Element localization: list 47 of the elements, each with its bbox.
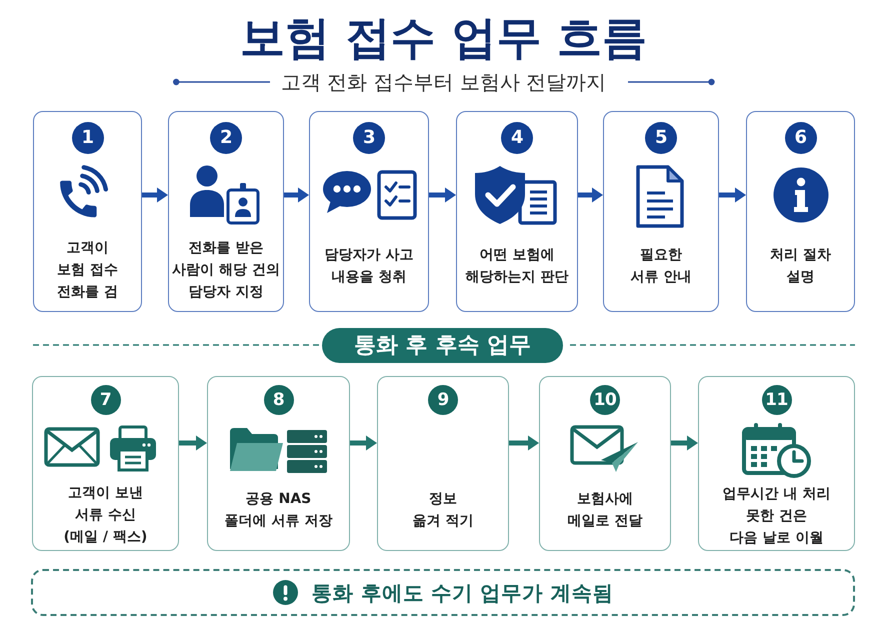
step-text: 필요한 서류 안내 [630,246,692,286]
step-card [603,111,719,312]
arrow [578,188,603,202]
step-text: 어떤 보험에 해당하는지 판단 [466,246,568,286]
step-number: 10 [590,384,620,414]
arrow [719,188,746,202]
subtitle: 고객 전화 접수부터 보험사 전달까지 [280,70,606,94]
step-card [377,376,509,551]
step-text: 정보 옮겨 적기 [412,490,474,530]
step-number: 5 [645,122,677,154]
step-number: 4 [501,122,533,154]
step-text: 업무시간 내 처리 못한 건은 다음 날로 이월 [722,484,830,548]
arrow [142,188,168,202]
step-card [33,111,142,312]
step-number: 11 [762,384,792,414]
step-text: 전화를 받은 사람이 해당 건의 담당자 지정 [172,238,280,302]
step-number: 1 [72,122,104,154]
step-card [456,111,578,312]
step-card [207,376,350,551]
step-number: 7 [90,384,120,414]
arrow [429,188,456,202]
arrow [509,436,539,450]
step-number: 3 [353,122,385,154]
step-text: 보험사에 메일로 전달 [568,490,642,530]
step-card [698,376,855,551]
arrow [284,188,309,202]
step-card [746,111,855,312]
step-card [32,376,179,551]
step-number: 2 [210,122,242,154]
section-label: 통화 후 후속 업무 [322,328,563,363]
step-text: 고객이 보낸 서류 수신 (메일 / 팩스) [64,484,148,546]
step-card [539,376,671,551]
step-number: 9 [428,384,458,414]
step-text: 공용 NAS 폴더에 서류 저장 [224,490,332,530]
title: 보험 접수 업무 흐름 [240,10,647,66]
arrow [350,436,377,450]
step-text: 담당자가 사고 내용을 청취 [324,246,414,286]
note-box [31,569,855,616]
step-card [309,111,429,312]
arrow [671,436,698,450]
step-card [168,111,284,312]
step-number: 6 [784,122,816,154]
note-text: 통화 후에도 수기 업무가 계속됨 [312,580,614,606]
step-text: 고객이 보험 접수 전화를 검 [57,238,118,302]
step-text: 처리 절차 설명 [770,246,831,286]
arrow [179,436,207,450]
step-number: 8 [264,384,294,414]
